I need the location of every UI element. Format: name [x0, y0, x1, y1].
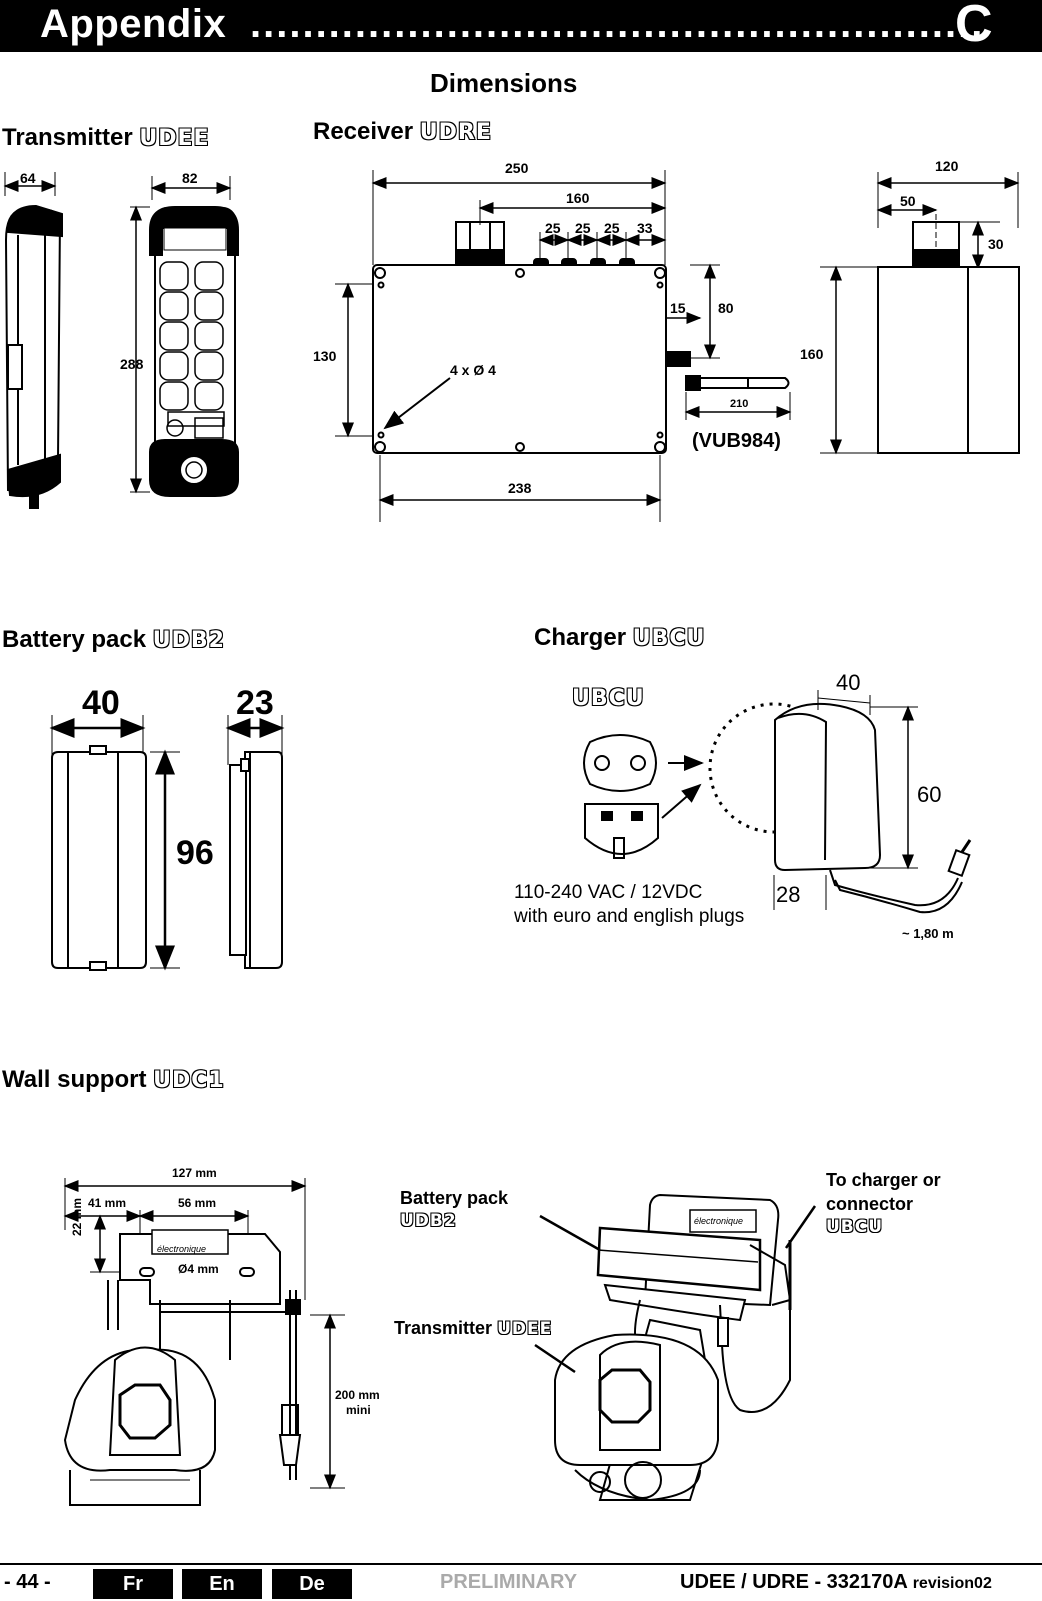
charger-drawing [583, 690, 972, 914]
receiver-mounting-holes: 4 x Ø 4 [450, 362, 496, 378]
receiver-dim-25a: 25 [545, 220, 561, 236]
wall-hole-diameter: Ø4 mm [178, 1262, 219, 1276]
receiver-dim-160-height: 160 [800, 346, 824, 362]
receiver-heading-label: Receiver [313, 118, 414, 145]
receiver-dim-250: 250 [505, 160, 529, 176]
charger-dim-28: 28 [776, 882, 801, 907]
transmitter-heading-label: Transmitter [2, 124, 133, 151]
charger-inner-model-label: UBCU [571, 684, 645, 712]
document-reference: UDEE / UDRE - 332170A revision02 [680, 1571, 992, 1594]
callout-battery-model-wrap: UDB2 [399, 1210, 457, 1232]
receiver-dim-25b: 25 [575, 220, 591, 236]
wall-support-perspective-drawing [534, 1193, 817, 1502]
receiver-dim-50: 50 [900, 193, 916, 209]
receiver-dim-160: 160 [566, 190, 590, 206]
language-tab-fr[interactable]: Fr [93, 1569, 173, 1599]
wall-dim-22: 22 mm [70, 1197, 84, 1236]
antenna-reference: (VUB984) [692, 430, 781, 452]
transmitter-front-drawing [130, 176, 239, 497]
charger-dim-40: 40 [836, 670, 861, 695]
antenna-dim-210: 210 [730, 398, 749, 410]
receiver-side-drawing [820, 172, 1020, 455]
receiver-heading-model: UDRE [419, 119, 492, 146]
page-subtitle: Dimensions [430, 68, 578, 98]
wall-dim-41: 41 mm [88, 1196, 127, 1210]
callout-transmitter: Transmitter UDEE [394, 1318, 553, 1340]
appendix-leader-dots: ........................................… [250, 2, 985, 46]
transmitter-heading-model: UDEE [138, 125, 210, 152]
language-tab-de[interactable]: De [272, 1569, 352, 1599]
battery-heading-model: UDB2 [152, 627, 225, 654]
receiver-heading: Receiver UDRE [313, 118, 492, 146]
callout-transmitter-label: Transmitter [394, 1318, 493, 1338]
footer-rule [0, 1563, 1042, 1565]
wall-dim-200: 200 mm [335, 1388, 380, 1402]
charger-dim-60: 60 [917, 782, 942, 807]
charger-spec-line2: with euro and english plugs [514, 906, 745, 927]
appendix-header: Appendix ...............................… [0, 0, 1042, 53]
wall-heading-model: UDC1 [152, 1067, 225, 1094]
wall-heading: Wall support UDC1 [2, 1066, 225, 1094]
wall-dim-200-mini: mini [346, 1403, 371, 1417]
receiver-dim-130: 130 [313, 348, 337, 364]
transmitter-dim-side-width: 64 [20, 170, 36, 186]
charger-heading-label: Charger [534, 624, 627, 651]
charger-heading-model: UBCU [632, 625, 706, 652]
charger-heading: Charger UBCU [534, 624, 705, 652]
transmitter-heading: Transmitter UDEE [2, 124, 210, 152]
battery-heading: Battery pack UDB2 [2, 626, 225, 654]
battery-dim-96: 96 [176, 834, 214, 872]
transmitter-side-drawing [3, 172, 63, 509]
receiver-dim-30: 30 [988, 236, 1004, 252]
receiver-front-drawing [335, 170, 792, 522]
callout-charger-line2: connector [826, 1194, 914, 1214]
charger-cable-length: ~ 1,80 m [902, 926, 954, 941]
receiver-dim-120: 120 [935, 158, 959, 174]
wall-brand-text-perspective: électronique [694, 1216, 744, 1226]
battery-drawing [49, 715, 285, 971]
wall-dim-56: 56 mm [178, 1196, 217, 1210]
appendix-letter: C [955, 0, 993, 53]
charger-spec-line1: 110-240 VAC / 12VDC [514, 882, 703, 903]
page-number: - 44 - [4, 1571, 51, 1593]
wall-dim-127: 127 mm [172, 1166, 217, 1180]
document-id: UDEE / UDRE - 332170A [680, 1571, 908, 1593]
battery-dim-40: 40 [82, 684, 120, 722]
transmitter-dim-front-width: 82 [182, 170, 198, 186]
wall-heading-label: Wall support [2, 1066, 147, 1093]
charger-inner-model: UBCU [571, 685, 645, 712]
battery-heading-label: Battery pack [2, 626, 147, 653]
receiver-dim-25c: 25 [604, 220, 620, 236]
document-revision: revision02 [912, 1575, 992, 1592]
page-footer: - 44 - Fr En De PRELIMINARY UDEE / UDRE … [0, 1563, 1042, 1601]
callout-battery-label: Battery pack [400, 1188, 509, 1208]
language-tab-en[interactable]: En [182, 1569, 262, 1599]
receiver-dim-15: 15 [670, 300, 686, 316]
wall-support-dimension-drawing [63, 1178, 345, 1506]
preliminary-status: PRELIMINARY [440, 1571, 578, 1593]
callout-transmitter-model: UDEE [496, 1318, 553, 1340]
battery-dim-23: 23 [236, 684, 274, 722]
technical-drawings [3, 170, 1020, 1506]
callout-battery-model: UDB2 [399, 1210, 457, 1232]
receiver-dim-238: 238 [508, 480, 532, 496]
callout-charger-model-wrap: UBCU [825, 1216, 884, 1238]
callout-charger-model: UBCU [825, 1216, 884, 1238]
transmitter-dim-height: 288 [120, 356, 144, 372]
callout-charger-line1: To charger or [826, 1170, 941, 1190]
appendix-title: Appendix [40, 2, 227, 46]
receiver-dim-33: 33 [637, 220, 653, 236]
receiver-dim-80: 80 [718, 300, 734, 316]
wall-brand-text: électronique [157, 1244, 207, 1254]
